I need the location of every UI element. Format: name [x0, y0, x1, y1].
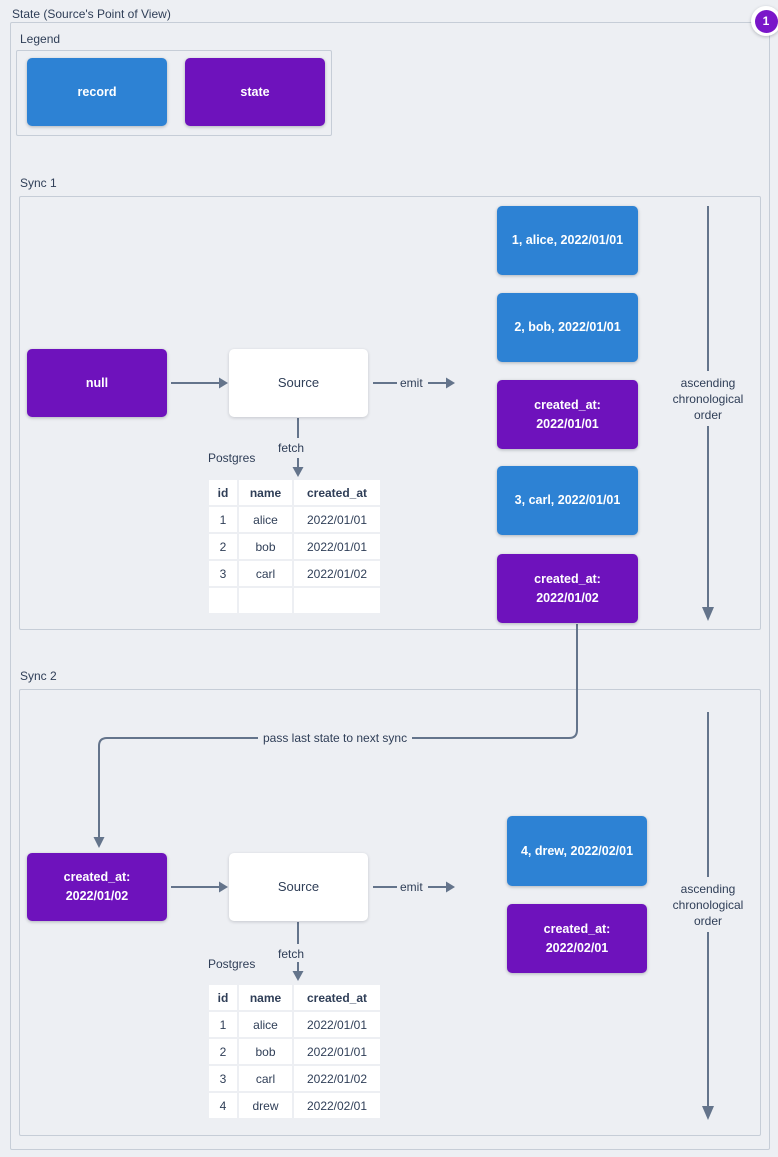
cell-name: bob	[239, 534, 292, 559]
table-row: 1 alice 2022/01/01	[209, 1012, 380, 1037]
sync2-emit-label: emit	[400, 880, 423, 894]
column-header-created-at: created_at	[294, 480, 380, 505]
sync2-input-state-box: created_at: 2022/01/02	[27, 853, 167, 921]
step-badge-number: 1	[754, 9, 778, 33]
legend-title: Legend	[20, 32, 61, 46]
cell-created-at: 2022/01/01	[294, 1012, 380, 1037]
column-header-name: name	[239, 480, 292, 505]
cell-created-at: 2022/01/02	[294, 1066, 380, 1091]
table-header-row: id name created_at	[209, 480, 380, 505]
table-row: 2 bob 2022/01/01	[209, 1039, 380, 1064]
column-header-name: name	[239, 985, 292, 1010]
sync1-record-2: 2, bob, 2022/01/01	[497, 293, 638, 362]
cell-created-at: 2022/01/02	[294, 561, 380, 586]
sync1-source-box: Source	[229, 349, 368, 417]
cell-id: 2	[209, 1039, 237, 1064]
cell-created-at: 2022/01/01	[294, 1039, 380, 1064]
legend-swatch-state: state	[185, 58, 325, 126]
legend-swatch-record: record	[27, 58, 167, 126]
cell-id: 1	[209, 507, 237, 532]
table-row: 3 carl 2022/01/02	[209, 1066, 380, 1091]
column-header-id: id	[209, 985, 237, 1010]
sync1-ascending-label: ascending chronological order	[672, 376, 744, 423]
cell-created-at: 2022/01/01	[294, 507, 380, 532]
sync1-emit-label: emit	[400, 376, 423, 390]
sync1-state-1: created_at: 2022/01/01	[497, 380, 638, 449]
cell-created-at	[294, 588, 380, 613]
table-row: 1 alice 2022/01/01	[209, 507, 380, 532]
sync2-ascending-label: ascending chronological order	[672, 882, 744, 929]
cell-created-at: 2022/02/01	[294, 1093, 380, 1118]
column-header-id: id	[209, 480, 237, 505]
column-header-created-at: created_at	[294, 985, 380, 1010]
sync1-record-1: 1, alice, 2022/01/01	[497, 206, 638, 275]
cell-name: carl	[239, 1066, 292, 1091]
sync1-postgres-label: Postgres	[208, 451, 256, 465]
table-row: 4 drew 2022/02/01	[209, 1093, 380, 1118]
table-row: 2 bob 2022/01/01	[209, 534, 380, 559]
pass-state-label: pass last state to next sync	[258, 730, 413, 746]
cell-name: bob	[239, 1039, 292, 1064]
sync1-record-3: 3, carl, 2022/01/01	[497, 466, 638, 535]
cell-id: 4	[209, 1093, 237, 1118]
cell-created-at: 2022/01/01	[294, 534, 380, 559]
sync2-source-box: Source	[229, 853, 368, 921]
sync2-title: Sync 2	[20, 669, 57, 683]
sync2-postgres-label: Postgres	[208, 957, 256, 971]
table-row-empty	[209, 588, 380, 613]
sync2-fetch-label: fetch	[278, 947, 305, 961]
cell-id: 3	[209, 561, 237, 586]
sync2-state-1: created_at: 2022/02/01	[507, 904, 647, 973]
cell-name	[239, 588, 292, 613]
sync1-state-2: created_at: 2022/01/02	[497, 554, 638, 623]
page-title: State (Source's Point of View)	[12, 7, 171, 21]
cell-name: drew	[239, 1093, 292, 1118]
cell-id: 1	[209, 1012, 237, 1037]
table-header-row: id name created_at	[209, 985, 380, 1010]
table-row: 3 carl 2022/01/02	[209, 561, 380, 586]
outer-frame	[10, 22, 770, 1150]
cell-name: carl	[239, 561, 292, 586]
sync2-record-1: 4, drew, 2022/02/01	[507, 816, 647, 886]
cell-id: 3	[209, 1066, 237, 1091]
cell-id: 2	[209, 534, 237, 559]
cell-name: alice	[239, 507, 292, 532]
step-badge: 1	[751, 6, 778, 36]
sync1-postgres-table: id name created_at 1 alice 2022/01/01 2 …	[207, 478, 382, 615]
sync1-fetch-label: fetch	[278, 441, 305, 455]
cell-name: alice	[239, 1012, 292, 1037]
sync2-postgres-table: id name created_at 1 alice 2022/01/01 2 …	[207, 983, 382, 1120]
legend-frame	[16, 50, 332, 136]
cell-id	[209, 588, 237, 613]
sync1-input-state-box: null	[27, 349, 167, 417]
sync1-title: Sync 1	[20, 176, 57, 190]
